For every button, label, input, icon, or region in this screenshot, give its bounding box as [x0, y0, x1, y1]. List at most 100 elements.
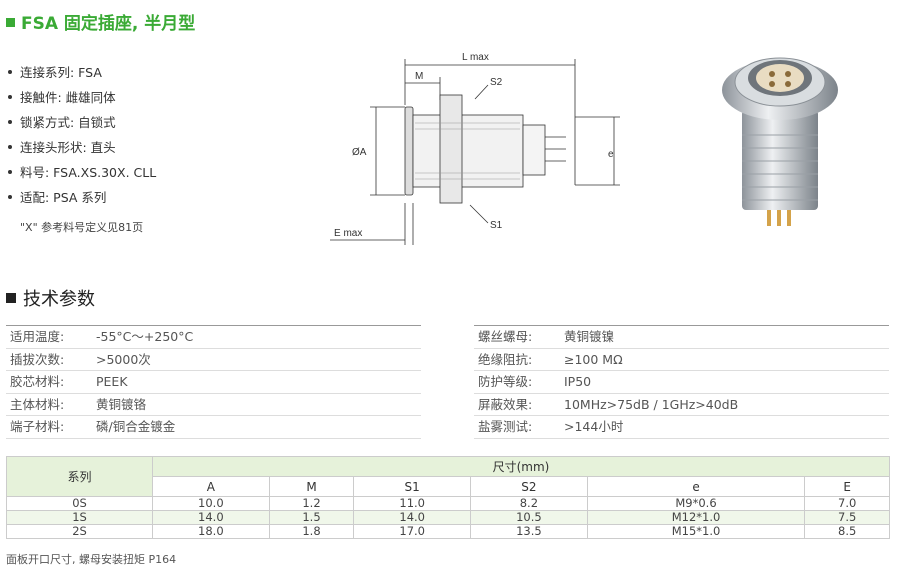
bullet-icon [8, 145, 12, 149]
table-row: 2S 18.0 1.8 17.0 13.5 M15*1.0 8.5 [6, 524, 890, 539]
series-header: 系列 [6, 456, 153, 497]
spec-key: 绝缘阻抗: [478, 351, 533, 367]
table-cell: 0S [6, 496, 153, 511]
table-cell: 2S [6, 524, 153, 539]
table-cell: M9*0.6 [586, 496, 806, 511]
dimension-table: 系列 尺寸(mm) A M S1 S2 e E 0S 10.0 1.2 11.0… [6, 456, 890, 539]
page-title: FSA 固定插座, 半月型 [6, 9, 195, 34]
bullet-icon [8, 195, 12, 199]
table-cell: 1.5 [268, 510, 355, 525]
spec-row: 防护等级: IP50 [474, 371, 889, 394]
bullet-text: 适配: PSA 系列 [20, 190, 107, 205]
spec-table-right: 螺丝螺母: 黄铜镀镍 绝缘阻抗: ≥100 MΩ 防护等级: IP50 屏蔽效果: 10… [474, 325, 889, 439]
table-cell: 14.0 [353, 510, 472, 525]
section-square-icon [6, 293, 16, 303]
label-lmax: L max [462, 52, 489, 63]
col-header: E [804, 476, 890, 497]
bullet-text: 料号: FSA.XS.30X. CLL [20, 165, 157, 180]
spec-table-left: 适用温度:-55°C～+250°C 插拔次数:>5000次 胶芯材料:PEEK … [6, 325, 421, 439]
bullet-text: 锁紧方式: 自锁式 [20, 115, 116, 130]
spec-key: 盐雾测试: [478, 419, 533, 434]
table-cell: M12*1.0 [586, 510, 806, 525]
spec-key: 插拔次数: [10, 351, 65, 367]
spec-key: 防护等级: [478, 374, 533, 389]
spec-value: >5000次 [96, 351, 151, 367]
col-header: S2 [470, 476, 588, 497]
table-cell: 1.2 [268, 496, 355, 511]
spec-value: >144小时 [564, 419, 624, 434]
spec-value: PEEK [96, 374, 128, 389]
label-s2: S2 [490, 77, 503, 88]
spec-key: 屏蔽效果: [478, 396, 533, 412]
section-title-text: 技术参数 [23, 289, 95, 310]
table-row: 0S 10.0 1.2 11.0 8.2 M9*0.6 7.0 [6, 496, 890, 511]
bullet-text: 接触件: 雌雄同体 [20, 90, 116, 105]
spec-key: 适用温度: [10, 329, 65, 344]
label-s1: S1 [490, 220, 503, 231]
col-header: S1 [353, 476, 472, 497]
table-cell: 7.0 [804, 496, 890, 511]
spec-key: 端子材料: [10, 419, 65, 434]
table-cell: 18.0 [152, 524, 270, 539]
list-item: 连接系列: FSA [8, 64, 156, 89]
spec-row: 胶芯材料: PEEK [6, 371, 421, 394]
spec-value: IP50 [564, 374, 592, 389]
bullet-text: 连接头形状: 直头 [20, 140, 116, 155]
feature-list: 连接系列: FSA 接触件: 雌雄同体 锁紧方式: 自锁式 连接头形状: 直头 … [8, 64, 156, 214]
dimension-header: 尺寸(mm) [152, 456, 890, 477]
reference-note: "X" 参考料号定义见81页 [20, 221, 144, 234]
spec-key: 螺丝螺母: [478, 329, 533, 344]
bullet-icon [8, 95, 12, 99]
spec-row: 插拔次数: >5000次 [6, 349, 421, 371]
table-cell: 17.0 [353, 524, 472, 539]
bullet-text: 连接系列: FSA [20, 65, 102, 80]
table-cell: M15*1.0 [586, 524, 806, 539]
spec-key: 主体材料: [10, 396, 65, 412]
spec-value: 10MHz>75dB / 1GHz>40dB [564, 396, 739, 412]
table-cell: 10.5 [470, 510, 588, 525]
technical-drawing: L max M S2 ØA e S1 E max [330, 52, 620, 245]
spec-value: 磷/铜合金镀金 [96, 419, 176, 434]
spec-row: 端子材料: 磷/铜合金镀金 [6, 416, 421, 439]
label-m: M [415, 71, 423, 82]
footer-note: 面板开口尺寸, 螺母安装扭矩 P164 [6, 553, 177, 566]
table-cell: 7.5 [804, 510, 890, 525]
label-emax: E max [334, 228, 362, 239]
spec-row: 主体材料: 黄铜镀铬 [6, 394, 421, 416]
spec-value: 黄铜镀铬 [96, 396, 147, 412]
spec-row: 螺丝螺母: 黄铜镀镍 [474, 325, 889, 349]
spec-row: 屏蔽效果: 10MHz>75dB / 1GHz>40dB [474, 394, 889, 416]
spec-value: ≥100 MΩ [564, 351, 623, 367]
bullet-icon [8, 120, 12, 124]
spec-value: 黄铜镀镍 [564, 329, 615, 344]
list-item: 适配: PSA 系列 [8, 189, 156, 214]
product-photo [722, 57, 838, 226]
label-phia: ØA [352, 147, 367, 158]
table-cell: 1S [6, 510, 153, 525]
col-header: e [586, 476, 806, 497]
spec-row: 绝缘阻抗: ≥100 MΩ [474, 349, 889, 371]
table-cell: 10.0 [152, 496, 270, 511]
list-item: 连接头形状: 直头 [8, 139, 156, 164]
bullet-icon [8, 70, 12, 74]
col-header: M [268, 476, 355, 497]
table-cell: 8.5 [804, 524, 890, 539]
table-cell: 13.5 [470, 524, 588, 539]
title-square-icon [6, 18, 15, 27]
table-row: 1S 14.0 1.5 14.0 10.5 M12*1.0 7.5 [6, 510, 890, 525]
table-cell: 1.8 [268, 524, 355, 539]
table-cell: 11.0 [353, 496, 472, 511]
label-e: e [608, 149, 614, 160]
spec-value: -55°C～+250°C [96, 329, 194, 344]
table-cell: 8.2 [470, 496, 588, 511]
bullet-icon [8, 170, 12, 174]
spec-row: 盐雾测试: >144小时 [474, 416, 889, 439]
table-cell: 14.0 [152, 510, 270, 525]
list-item: 接触件: 雌雄同体 [8, 89, 156, 114]
section-title: 技术参数 [6, 285, 95, 311]
title-text: FSA 固定插座, 半月型 [21, 14, 196, 34]
list-item: 料号: FSA.XS.30X. CLL [8, 164, 156, 189]
spec-row: 适用温度: -55°C～+250°C [6, 325, 421, 349]
spec-key: 胶芯材料: [10, 374, 65, 389]
col-header: A [152, 476, 270, 497]
